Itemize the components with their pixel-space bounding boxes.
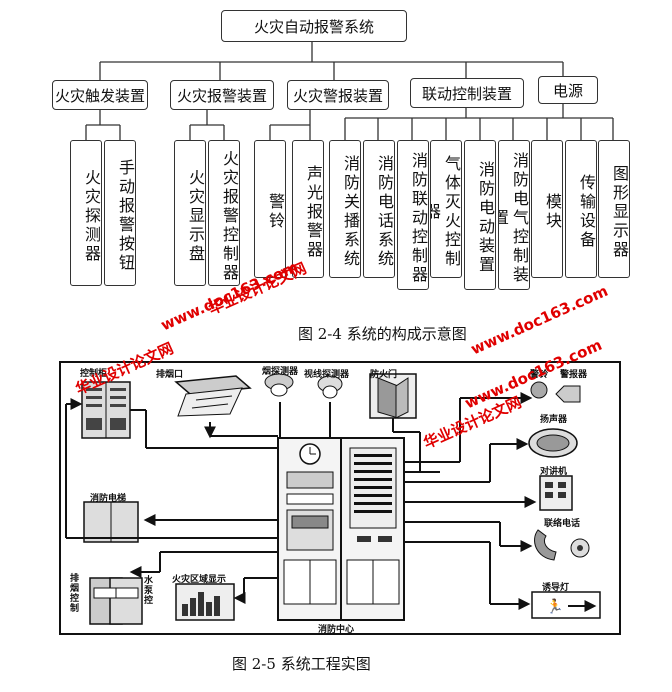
leaf-electric-control: 消防电气控制装置 xyxy=(498,140,530,290)
label-center: 消防中心 xyxy=(318,625,355,635)
intercom-drawing xyxy=(539,475,573,511)
svg-text:🏃: 🏃 xyxy=(546,598,563,615)
root-node: 火灾自动报警系统 xyxy=(221,10,407,42)
leaf-fire-detector: 火灾探测器 xyxy=(70,140,102,286)
label-phone: 联络电话 xyxy=(544,519,581,529)
fan-pump-drawing xyxy=(89,577,143,625)
leaf-display-panel: 火灾显示盘 xyxy=(174,140,206,286)
label-bell: 警铃 xyxy=(530,370,549,380)
caption-fig-2-4: 图 2-4 系统的构成示意图 xyxy=(298,325,467,343)
label-elevator: 消防电梯 xyxy=(90,494,127,504)
leaf-electric-device: 消防电动装置 xyxy=(464,140,496,290)
label-smoke-vent: 排烟口 xyxy=(156,370,184,380)
control-cabinet-drawing xyxy=(81,381,131,439)
leaf-broadcast: 消防关播系统 xyxy=(329,140,361,278)
elevator-drawing xyxy=(83,501,139,543)
leaf-graphic-display: 图形显示器 xyxy=(598,140,630,278)
leaf-fire-phone: 消防电话系统 xyxy=(363,140,395,278)
leaf-module: 模块 xyxy=(531,140,563,278)
label-alarm: 警报器 xyxy=(560,370,588,380)
label-intercom: 对讲机 xyxy=(540,467,568,477)
leaf-manual-button: 手动报警按钮 xyxy=(104,140,136,286)
smoke-vent-drawing xyxy=(174,375,252,417)
group-warning: 火灾警报装置 xyxy=(287,80,389,110)
leaf-transmission: 传输设备 xyxy=(565,140,597,278)
label-fire-door: 防火门 xyxy=(370,370,398,380)
group-power: 电源 xyxy=(538,76,598,104)
group-trigger: 火灾触发装置 xyxy=(52,80,148,110)
fire-door-drawing xyxy=(369,373,417,419)
system-drawing: 🏃 xyxy=(59,361,621,635)
label-zone-display: 火灾区域显示 xyxy=(172,575,227,585)
leaf-sound-light-alarm: 声光报警器 xyxy=(292,140,324,278)
caption-fig-2-5: 图 2-5 系统工程实图 xyxy=(232,655,371,673)
group-linkage: 联动控制装置 xyxy=(410,78,524,108)
group-alarm: 火灾报警装置 xyxy=(170,80,274,110)
label-control-cabinet: 控制柜 xyxy=(80,369,108,379)
label-speaker: 扬声器 xyxy=(540,415,568,425)
phone-drawing xyxy=(534,529,590,561)
leaf-linkage-controller: 消防联动控制器 xyxy=(397,140,429,290)
label-fan: 排烟控制 xyxy=(70,574,80,614)
center-cabinet xyxy=(277,437,405,621)
label-pump: 水泵控 xyxy=(144,576,154,606)
leaf-alarm-controller: 火灾报警控制器 xyxy=(208,140,240,286)
exit-light-drawing: 🏃 xyxy=(531,591,601,619)
tree-connectors xyxy=(85,42,614,140)
detectors-drawing xyxy=(264,373,343,399)
label-smoke-detector: 烟探测器 xyxy=(262,367,299,377)
label-photo-detector: 视线探测器 xyxy=(304,370,350,380)
label-exit-light: 诱导灯 xyxy=(542,583,570,593)
leaf-gas-extinguish: 气体灭火控制器 xyxy=(430,140,462,278)
zone-display-drawing xyxy=(175,583,235,621)
bell-drawing xyxy=(530,381,581,403)
speaker-drawing xyxy=(528,428,578,458)
leaf-bell: 警铃 xyxy=(254,140,286,278)
